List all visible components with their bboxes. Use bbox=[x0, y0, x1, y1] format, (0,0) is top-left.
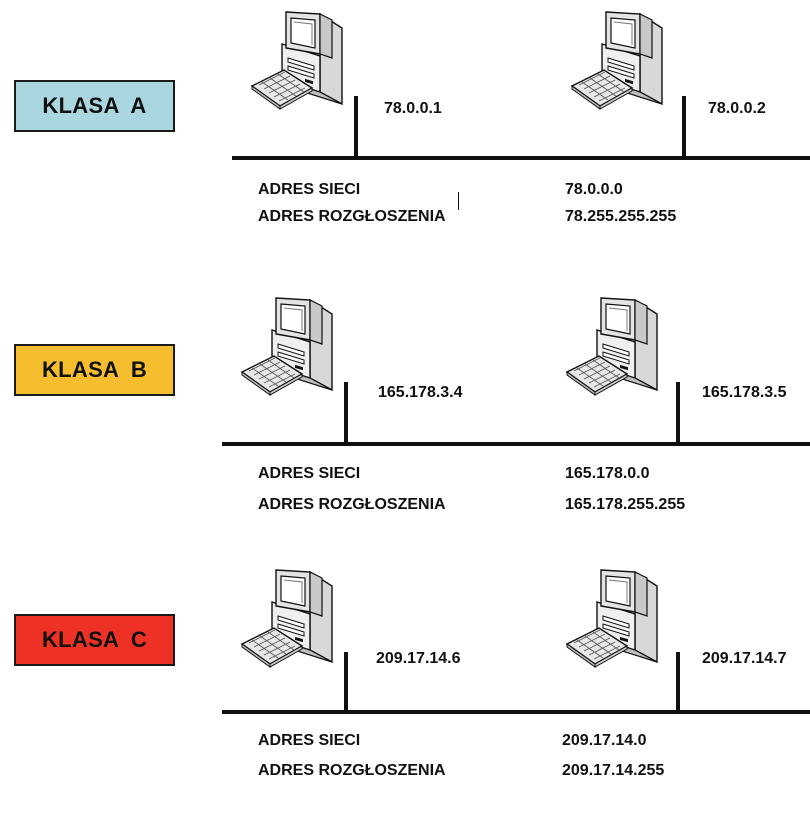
host-ip-2: 78.0.0.2 bbox=[708, 100, 766, 118]
network-address-label: ADRES SIECI bbox=[258, 465, 360, 483]
network-address-value: 165.178.0.0 bbox=[565, 465, 650, 483]
network-bus bbox=[222, 442, 810, 446]
host-connector-1 bbox=[344, 652, 348, 712]
broadcast-address-value: 209.17.14.255 bbox=[562, 762, 664, 780]
network-address-value: 78.0.0.0 bbox=[565, 181, 623, 199]
host-connector-2 bbox=[676, 652, 680, 712]
desktop-computer-icon bbox=[240, 294, 350, 404]
host-connector-2 bbox=[682, 96, 686, 158]
class-c-section: KLASA C 209.17.14.6 209.17.14.7 ADRES SI… bbox=[0, 556, 810, 816]
class-a-section: KLASA A 78.0.0.1 78.0.0.2 ADRES SIECI 78… bbox=[0, 0, 810, 260]
network-address-value: 209.17.14.0 bbox=[562, 732, 647, 750]
desktop-computer-icon bbox=[240, 566, 350, 676]
broadcast-address-label: ADRES ROZGŁOSZENIA bbox=[258, 208, 446, 226]
host-connector-1 bbox=[354, 96, 358, 158]
network-address-label: ADRES SIECI bbox=[258, 181, 360, 199]
network-bus bbox=[222, 710, 810, 714]
host-connector-1 bbox=[344, 382, 348, 444]
desktop-computer-icon bbox=[250, 8, 360, 118]
desktop-computer-icon bbox=[570, 8, 680, 118]
broadcast-address-label: ADRES ROZGŁOSZENIA bbox=[258, 762, 446, 780]
broadcast-address-value: 78.255.255.255 bbox=[565, 208, 676, 226]
class-c-badge: KLASA C bbox=[14, 614, 175, 666]
network-address-label: ADRES SIECI bbox=[258, 732, 360, 750]
text-cursor bbox=[458, 192, 459, 210]
host-ip-1: 209.17.14.6 bbox=[376, 650, 461, 668]
host-ip-2: 165.178.3.5 bbox=[702, 384, 787, 402]
broadcast-address-label: ADRES ROZGŁOSZENIA bbox=[258, 496, 446, 514]
class-b-section: KLASA B 165.178.3.4 165.178.3.5 ADRES SI… bbox=[0, 284, 810, 544]
broadcast-address-value: 165.178.255.255 bbox=[565, 496, 685, 514]
desktop-computer-icon bbox=[565, 566, 675, 676]
host-connector-2 bbox=[676, 382, 680, 444]
class-b-badge: KLASA B bbox=[14, 344, 175, 396]
desktop-computer-icon bbox=[565, 294, 675, 404]
host-ip-1: 165.178.3.4 bbox=[378, 384, 463, 402]
class-a-badge: KLASA A bbox=[14, 80, 175, 132]
network-bus bbox=[232, 156, 810, 160]
host-ip-1: 78.0.0.1 bbox=[384, 100, 442, 118]
host-ip-2: 209.17.14.7 bbox=[702, 650, 787, 668]
